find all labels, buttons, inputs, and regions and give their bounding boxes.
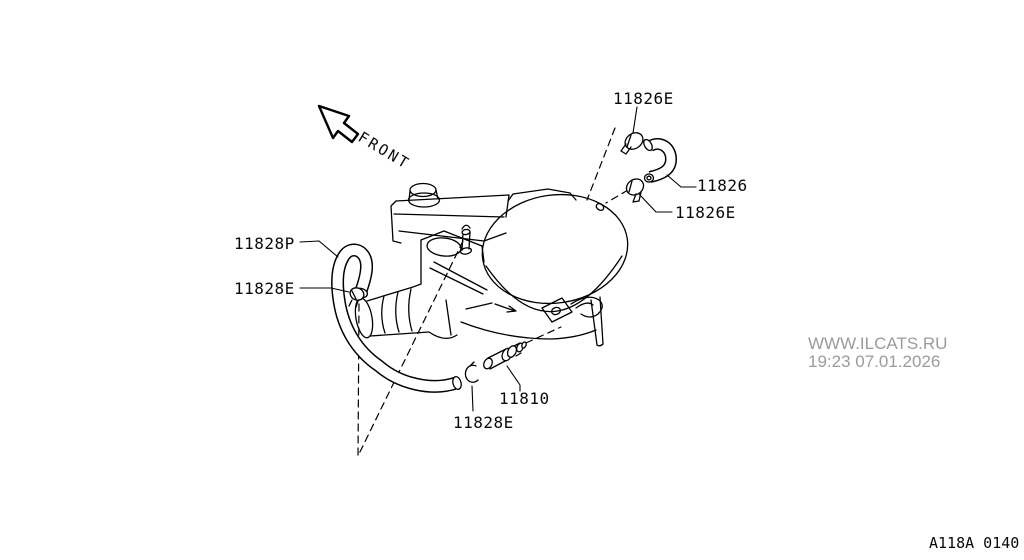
leader-lines [299,106,697,412]
vacuum-dome [481,188,629,313]
watermark: WWW.ILCATS.RU 19:23 07.01.2026 [808,334,947,371]
watermark-datetime: 19:23 07.01.2026 [808,352,940,371]
clamp-11826e-mid [625,178,645,203]
label-pcv-valve: 11810 [499,389,550,408]
body-lower [428,296,604,347]
front-arrow-icon [317,104,360,144]
hose-end-opening [643,138,653,152]
label-clamp-mid: 11826E [675,203,736,222]
part-labels: 11826E 11826 11826E 11828P 11828E 11810 … [234,89,748,432]
hose-port-nub [595,202,605,212]
hose-end-ring [643,173,655,183]
label-clamp-bottom: 11828E [453,413,514,432]
front-label: FRONT [355,128,414,173]
clamp-11828e-bottom [464,361,479,383]
clamp-11826e-top [620,132,644,155]
throttle-body-assembly [354,182,629,347]
label-clamp-left: 11828E [234,279,295,298]
cast-mark [465,302,517,313]
watermark-site: WWW.ILCATS.RU [808,334,947,353]
clamp-11828e-left [348,287,365,308]
front-direction-marker: FRONT [317,104,414,173]
label-clamp-top: 11826E [613,89,674,108]
diagram-code: A118A 0140 [929,534,1019,552]
label-breather-hose: 11826 [697,176,748,195]
bracket-arm [390,194,510,244]
hose-end-opening [452,375,462,391]
mounting-grommet-cap [407,182,441,208]
ribbed-intake-stub [354,288,430,339]
breather-hose-11826 [643,137,678,183]
mounting-bracket [541,296,603,323]
carb-body-left [366,230,488,302]
label-blowby-hose: 11828P [234,234,295,253]
pcv-valve-11810 [483,341,527,370]
